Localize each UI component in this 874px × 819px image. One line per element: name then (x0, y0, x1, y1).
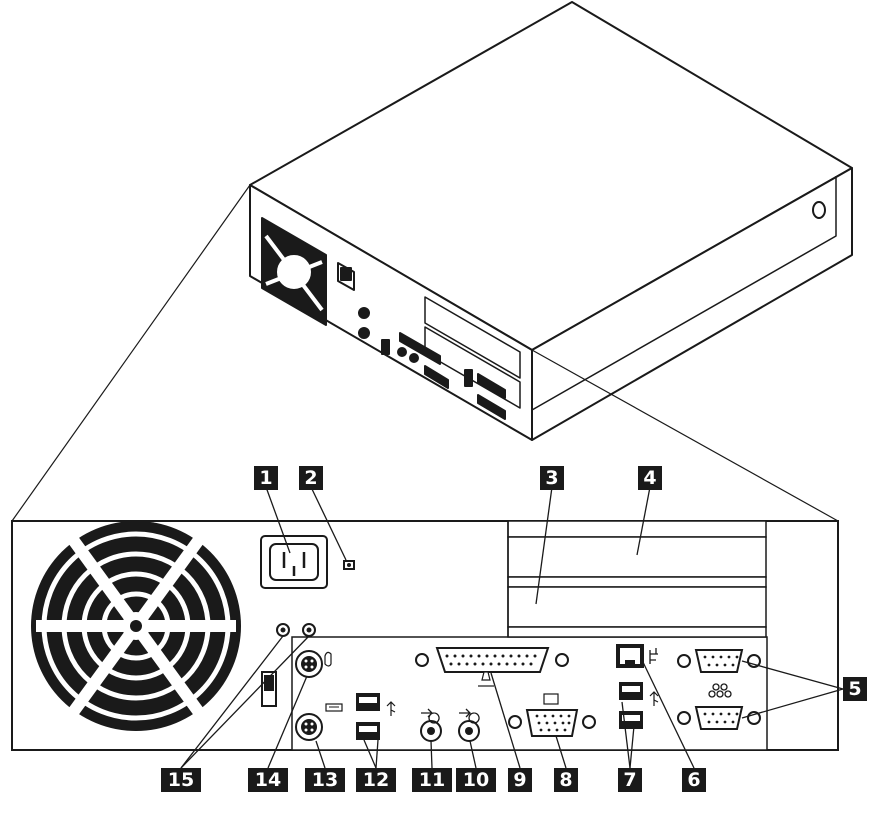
usb-connector-right-icon (619, 682, 659, 729)
callout-13: 13 (305, 768, 345, 792)
callout-10: 10 (456, 768, 496, 792)
callout-7: 7 (618, 768, 642, 792)
callout-4: 4 (638, 466, 662, 490)
callout-6: 6 (682, 768, 706, 792)
computer-back-face (249, 184, 533, 441)
callout-14: 14 (248, 768, 288, 792)
power-connector-icon (260, 535, 328, 589)
fan-grille-icon (31, 521, 241, 731)
usb-connector-icon (356, 693, 396, 740)
projection-lines (11, 184, 839, 522)
audio-line-out-icon (458, 708, 480, 742)
monitor-connector-icon (508, 693, 596, 737)
power-button-icon (812, 201, 826, 219)
callout-8: 8 (554, 768, 578, 792)
callout-5: 5 (843, 677, 867, 701)
serial-connector-icon (677, 649, 761, 673)
callout-15: 15 (161, 768, 201, 792)
audio-line-in-icon (420, 708, 442, 742)
ethernet-connector-icon (616, 644, 658, 668)
serial-port-symbol-icon (708, 683, 732, 698)
adapter-slots (507, 520, 767, 638)
cable-lock-slot-icon (343, 560, 355, 570)
callout-11: 11 (412, 768, 452, 792)
mouse-connector-icon (295, 650, 332, 678)
callout-3: 3 (540, 466, 564, 490)
leader-lines (180, 486, 844, 769)
callout-2: 2 (299, 466, 323, 490)
computer-isometric-view (249, 1, 853, 441)
callout-12: 12 (356, 768, 396, 792)
rear-panel (11, 520, 839, 751)
parallel-connector-icon (415, 647, 569, 687)
callout-9: 9 (508, 768, 532, 792)
callout-1: 1 (254, 466, 278, 490)
keyboard-connector-icon (295, 703, 343, 741)
small-fan-icon (261, 217, 327, 326)
